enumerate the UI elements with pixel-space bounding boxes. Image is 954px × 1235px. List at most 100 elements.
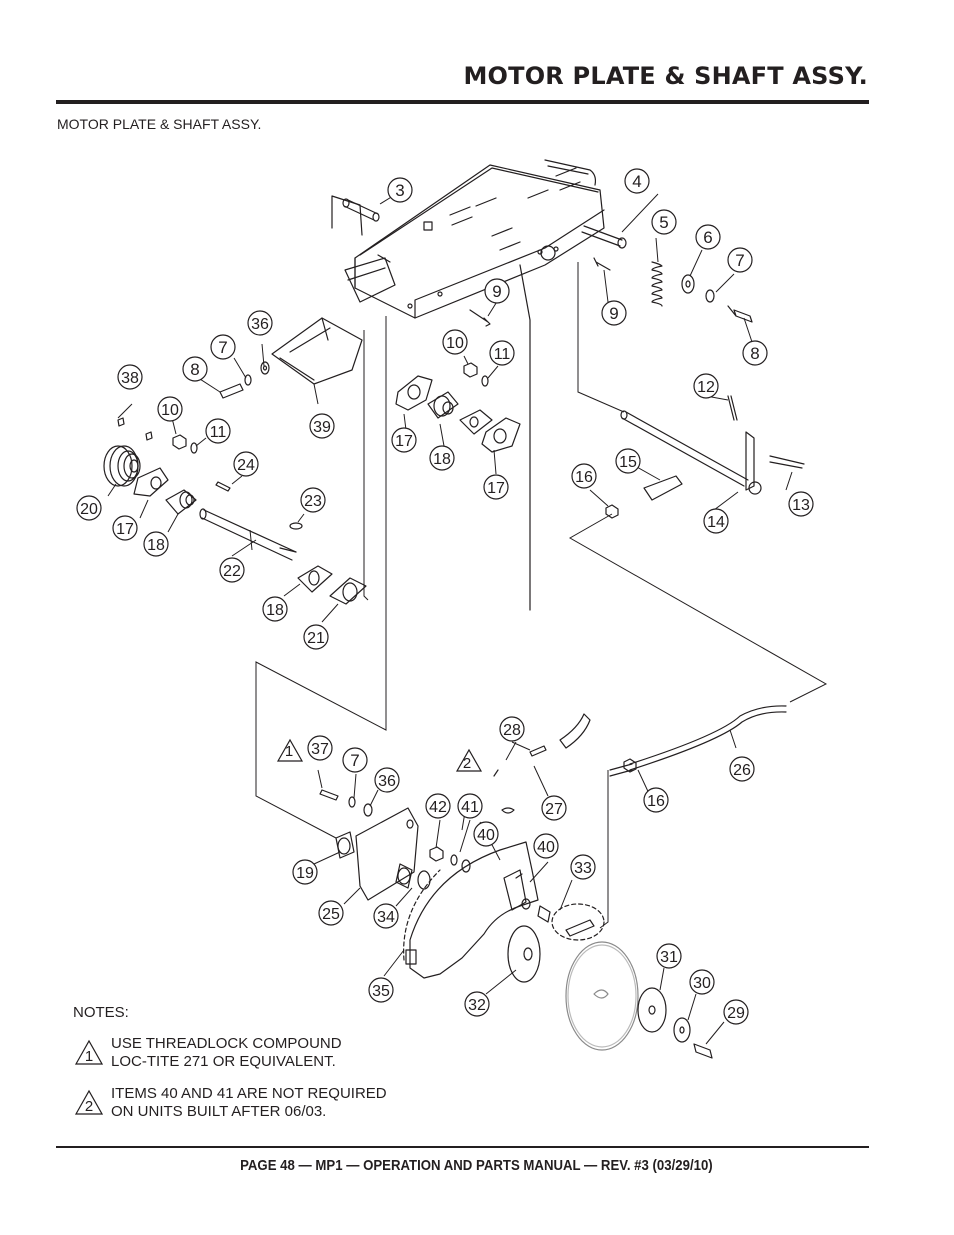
callout-39: 39 xyxy=(309,413,335,439)
callout-10: 10 xyxy=(442,329,468,355)
motor-mount-plate xyxy=(335,807,431,901)
callout-12: 12 xyxy=(693,373,719,399)
svg-text:32: 32 xyxy=(468,997,486,1014)
callout-8: 8 xyxy=(182,356,208,382)
page-footer: PAGE 48 — MP1 — OPERATION AND PARTS MANU… xyxy=(240,1157,713,1174)
svg-text:35: 35 xyxy=(372,983,390,1000)
svg-text:36: 36 xyxy=(251,316,269,333)
svg-text:33: 33 xyxy=(574,860,592,877)
callout-8: 8 xyxy=(742,340,768,366)
svg-text:13: 13 xyxy=(792,497,810,514)
svg-text:9: 9 xyxy=(609,304,618,323)
callout-38: 38 xyxy=(117,364,143,390)
svg-text:19: 19 xyxy=(296,865,314,882)
callout-23: 23 xyxy=(300,487,326,513)
pivot-rod xyxy=(581,225,627,249)
svg-text:7: 7 xyxy=(350,751,359,770)
callout-31: 31 xyxy=(656,943,682,969)
svg-text:23: 23 xyxy=(304,493,322,510)
svg-text:25: 25 xyxy=(322,906,340,923)
note-1-line-2: LOC-TITE 271 OR EQUIVALENT. xyxy=(111,1053,336,1070)
callout-30: 30 xyxy=(689,969,715,995)
callout-14: 14 xyxy=(703,508,729,534)
svg-text:5: 5 xyxy=(659,213,668,232)
svg-text:18: 18 xyxy=(266,602,284,619)
callout-7: 7 xyxy=(210,334,236,360)
svg-text:3: 3 xyxy=(395,181,404,200)
callout-3: 3 xyxy=(387,177,413,203)
svg-text:40: 40 xyxy=(537,839,555,856)
callout-21: 21 xyxy=(303,624,329,650)
svg-text:28: 28 xyxy=(503,722,521,739)
callout-29: 29 xyxy=(723,999,749,1025)
warning-triangle-1 xyxy=(276,738,304,762)
callout-19: 19 xyxy=(292,859,318,885)
pulley xyxy=(103,445,141,487)
svg-text:29: 29 xyxy=(727,1005,745,1022)
callout-32: 32 xyxy=(464,991,490,1017)
shaft-pin xyxy=(342,198,391,263)
svg-text:18: 18 xyxy=(433,451,451,468)
callout-4: 4 xyxy=(624,168,650,194)
svg-text:17: 17 xyxy=(395,433,413,450)
svg-text:40: 40 xyxy=(477,827,495,844)
callout-16: 16 xyxy=(643,787,669,813)
callout-11: 11 xyxy=(205,418,231,444)
svg-text:15: 15 xyxy=(619,454,637,471)
callout-24: 24 xyxy=(233,451,259,477)
svg-text:8: 8 xyxy=(750,344,759,363)
svg-text:4: 4 xyxy=(632,172,641,191)
callout-9: 9 xyxy=(601,300,627,326)
svg-text:41: 41 xyxy=(461,799,479,816)
svg-text:22: 22 xyxy=(223,563,241,580)
callout-18: 18 xyxy=(262,596,288,622)
callout-37: 37 xyxy=(307,735,333,761)
svg-text:34: 34 xyxy=(377,909,395,926)
svg-text:31: 31 xyxy=(660,949,678,966)
belt-guard xyxy=(271,317,363,385)
note-2-line-1: ITEMS 40 AND 41 ARE NOT REQUIRED xyxy=(111,1085,387,1102)
svg-text:38: 38 xyxy=(121,370,139,387)
saw-blade xyxy=(565,941,639,1051)
callout-10: 10 xyxy=(157,396,183,422)
spring xyxy=(651,261,663,307)
callout-11: 11 xyxy=(489,340,515,366)
callout-28: 28 xyxy=(499,716,525,742)
callout-17: 17 xyxy=(483,474,509,500)
svg-text:36: 36 xyxy=(378,773,396,790)
callout-40: 40 xyxy=(533,833,559,859)
svg-text:18: 18 xyxy=(147,537,165,554)
callout-18: 18 xyxy=(429,445,455,471)
svg-text:7: 7 xyxy=(735,251,744,270)
notes-heading: NOTES: xyxy=(73,1004,129,1021)
callout-42: 42 xyxy=(425,793,451,819)
svg-text:14: 14 xyxy=(707,514,725,531)
svg-text:11: 11 xyxy=(494,346,511,363)
svg-text:9: 9 xyxy=(492,282,501,301)
warning-triangle-2 xyxy=(455,748,483,772)
svg-text:42: 42 xyxy=(429,799,447,816)
callout-17: 17 xyxy=(112,515,138,541)
callout-22: 22 xyxy=(219,557,245,583)
callout-7: 7 xyxy=(342,747,368,773)
svg-text:39: 39 xyxy=(313,419,331,436)
warning-triangle-icon: 1 xyxy=(75,1039,103,1065)
warning-triangle-icon: 2 xyxy=(75,1089,103,1115)
svg-text:8: 8 xyxy=(190,360,199,379)
callout-7: 7 xyxy=(727,247,753,273)
svg-text:24: 24 xyxy=(237,457,255,474)
callout-36: 36 xyxy=(247,310,273,336)
svg-text:7: 7 xyxy=(218,338,227,357)
svg-text:26: 26 xyxy=(733,762,751,779)
callout-35: 35 xyxy=(368,977,394,1003)
svg-text:16: 16 xyxy=(575,469,593,486)
callout-40: 40 xyxy=(473,821,499,847)
svg-text:37: 37 xyxy=(311,741,329,758)
svg-text:10: 10 xyxy=(446,335,464,352)
callout-17: 17 xyxy=(391,427,417,453)
section-label: MOTOR PLATE & SHAFT ASSY. xyxy=(57,116,262,132)
svg-text:12: 12 xyxy=(697,379,715,396)
callout-16: 16 xyxy=(571,463,597,489)
